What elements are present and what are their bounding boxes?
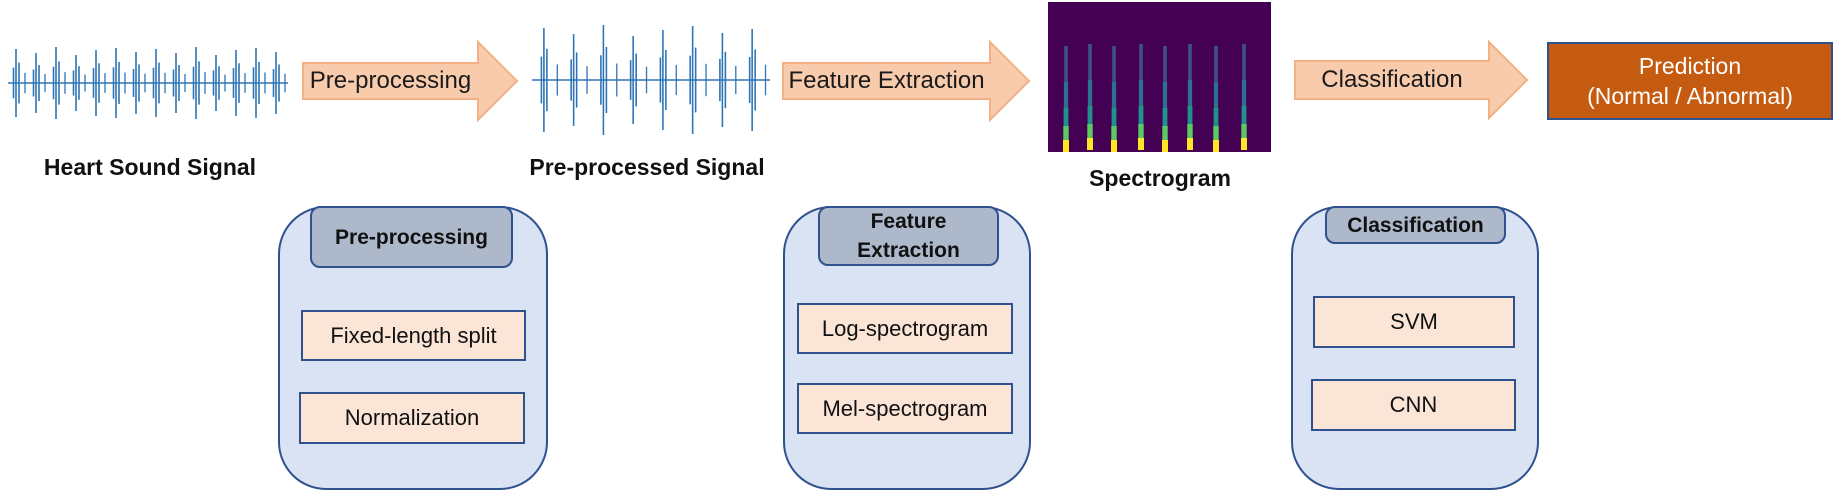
spectrogram-band <box>1087 138 1093 150</box>
feature-extraction-arrow-label: Feature Extraction <box>788 67 985 94</box>
spectrogram-band <box>1241 80 1247 106</box>
spectrogram-band <box>1213 108 1219 126</box>
preprocessing-arrow <box>302 39 519 123</box>
log-spectrogram-item: Log-spectrogram <box>797 303 1013 354</box>
spectrogram-band <box>1112 46 1116 82</box>
spectrogram-band <box>1162 82 1168 108</box>
heart-sound-signal-caption: Heart Sound Signal <box>43 154 257 180</box>
spectrogram-band <box>1241 106 1247 124</box>
spectrogram-band <box>1188 44 1192 80</box>
spectrogram-band <box>1187 124 1193 138</box>
spectrogram-band <box>1138 138 1144 150</box>
spectrogram-band <box>1162 108 1168 126</box>
spectrogram-band <box>1138 80 1144 106</box>
prediction-classes: (Normal / Abnormal) <box>1587 83 1793 109</box>
classification-arrow <box>1294 39 1529 121</box>
svm-item: SVM <box>1313 296 1515 348</box>
spectrogram-band <box>1163 46 1167 82</box>
feature-extraction-arrow <box>782 39 1031 123</box>
spectrogram-band <box>1063 140 1069 152</box>
spectrogram-band <box>1111 82 1117 108</box>
mel-spectrogram-item: Mel-spectrogram <box>797 383 1013 434</box>
feature-extraction-title-line2: Extraction <box>857 239 960 262</box>
preprocessed-signal-caption: Pre-processed Signal <box>529 154 765 180</box>
spectrogram-band <box>1087 124 1093 138</box>
normalization-item: Normalization <box>299 392 525 444</box>
spectrogram-band <box>1162 140 1168 152</box>
spectrogram-band <box>1139 44 1143 80</box>
spectrogram-band <box>1063 82 1069 108</box>
cnn-item: CNN <box>1311 379 1516 431</box>
spectrogram-band <box>1213 140 1219 152</box>
feature-extraction-panel-title: Feature Extraction <box>818 206 999 266</box>
classification-arrow-label: Classification <box>1321 66 1463 93</box>
spectrogram-band <box>1242 44 1246 80</box>
preprocessed-waveform <box>532 25 770 135</box>
feature-extraction-title-line1: Feature <box>870 210 947 233</box>
spectrogram-band <box>1214 46 1218 82</box>
spectrogram-band <box>1111 126 1117 140</box>
spectrogram-band <box>1088 44 1092 80</box>
fixed-length-split-item: Fixed-length split <box>301 310 526 361</box>
spectrogram-band <box>1087 106 1093 124</box>
classification-panel-title: Classification <box>1325 206 1506 244</box>
prediction-title: Prediction <box>1638 53 1742 79</box>
spectrogram-image <box>1048 2 1271 152</box>
spectrogram-band <box>1063 126 1069 140</box>
spectrogram-band <box>1187 80 1193 106</box>
preprocessing-arrow-label: Pre-processing <box>309 67 472 94</box>
spectrogram-band <box>1087 80 1093 106</box>
raw-heart-sound-waveform <box>8 47 288 119</box>
spectrogram-band <box>1241 138 1247 150</box>
spectrogram-band <box>1241 124 1247 138</box>
preprocessing-panel-title: Pre-processing <box>310 206 513 268</box>
spectrogram-band <box>1063 108 1069 126</box>
spectrogram-caption: Spectrogram <box>1089 165 1231 191</box>
classification-panel <box>1291 206 1539 490</box>
spectrogram-band <box>1213 126 1219 140</box>
spectrogram-band <box>1187 106 1193 124</box>
spectrogram-band <box>1138 124 1144 138</box>
spectrogram-band <box>1111 108 1117 126</box>
spectrogram-band <box>1187 138 1193 150</box>
spectrogram-band <box>1138 106 1144 124</box>
spectrogram-band <box>1162 126 1168 140</box>
spectrogram-band <box>1064 46 1068 82</box>
spectrogram-band <box>1213 82 1219 108</box>
prediction-box: Prediction (Normal / Abnormal) <box>1547 42 1833 120</box>
spectrogram-band <box>1111 140 1117 152</box>
